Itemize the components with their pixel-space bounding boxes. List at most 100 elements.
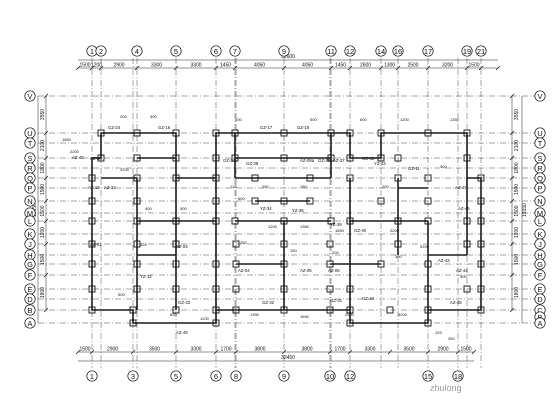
- axis-bubble-top-label: 9: [282, 47, 286, 56]
- column-marker: [88, 197, 96, 205]
- column-marker: [88, 306, 96, 314]
- dimension-fragment: 125: [140, 242, 147, 247]
- column-marker: [424, 285, 432, 293]
- column-marker: [129, 306, 137, 314]
- dimension-fragment: 600: [238, 196, 245, 201]
- column-label: GZ-18: [297, 125, 310, 130]
- column-marker: [424, 260, 432, 268]
- axis-bubble-top-circle: [375, 45, 387, 57]
- column-marker: [133, 174, 141, 182]
- axis-bubble-left-label: H: [27, 251, 32, 260]
- bottom-dimension-tick: [347, 349, 353, 355]
- column-marker: [424, 197, 432, 205]
- axis-bubble-left-label: P: [27, 184, 32, 193]
- top-dimension-tick: [464, 65, 470, 71]
- dimension-fragment: 1650: [62, 137, 72, 142]
- column-marker: [377, 129, 385, 137]
- column-marker: [251, 174, 259, 182]
- axis-bubble-left-label: D: [27, 295, 33, 304]
- left-total-value: 19150: [32, 203, 38, 217]
- axis-bubble-top-label: 2: [99, 47, 103, 56]
- dimension-fragment: 500: [310, 117, 317, 122]
- column-marker: [212, 285, 220, 293]
- top-dimension-value: 3300: [151, 63, 162, 69]
- right-dimension-tick: [509, 307, 515, 313]
- column-marker: [280, 240, 288, 248]
- wall-outline: [101, 133, 468, 310]
- axis-bubble-left-label: S: [27, 154, 32, 163]
- column-marker: [327, 129, 335, 137]
- watermark-text: zhulong: [430, 383, 462, 393]
- axis-bubble-bottom-label: 5: [174, 372, 178, 381]
- wall-outlines: [91, 132, 482, 324]
- dimension-fragment: 2200: [390, 228, 400, 233]
- column-marker: [306, 197, 314, 205]
- column-marker: [394, 154, 402, 162]
- column-marker: [88, 217, 96, 225]
- dimension-fragment: 200: [332, 250, 339, 255]
- column-marker: [133, 260, 141, 268]
- axis-bubble-bottom-label: 1: [90, 372, 94, 381]
- axis-bubble-left-label: L: [28, 217, 32, 226]
- right-dimension-tick: [509, 198, 515, 204]
- top-dimension-value: 1300: [384, 63, 395, 69]
- column-marker: [477, 285, 485, 293]
- right-dimension-tick: [509, 241, 515, 247]
- bottom-dimension-value: 3500: [149, 347, 160, 353]
- column-marker: [394, 174, 402, 182]
- column-marker: [172, 240, 180, 248]
- column-marker: [280, 154, 288, 162]
- top-dimension-tick: [75, 65, 81, 71]
- column-marker: [88, 174, 96, 182]
- bottom-dimension-tick: [455, 349, 461, 355]
- dimension-fragment: 250: [240, 240, 247, 245]
- column-marker: [280, 306, 288, 314]
- top-dimension-value: 1500: [468, 63, 479, 69]
- column-marker: [424, 217, 432, 225]
- dimension-fragment: 1200: [400, 117, 410, 122]
- axis-bubble-top-circle: [392, 45, 404, 57]
- column-marker: [326, 306, 334, 314]
- dimension-fragment: 1350: [250, 312, 260, 317]
- dimension-fragment: 300: [440, 164, 447, 169]
- axis-bubble-bottom-circle: [86, 370, 98, 382]
- column-label: AZ-19: [88, 185, 100, 190]
- axis-bubble-right-label: B: [537, 313, 542, 322]
- axis-bubble-top-label: 21: [477, 47, 485, 56]
- column-marker: [251, 197, 259, 205]
- axis-bubble-right-label: U: [537, 129, 542, 138]
- column-label: AZ-45: [450, 300, 462, 305]
- column-marker: [477, 217, 485, 225]
- dimension-fragment: 200: [382, 184, 389, 189]
- axis-bubble-right-label: F: [538, 271, 543, 280]
- left-dimension-tick: [43, 272, 49, 278]
- axis-bubble-top-circle: [475, 45, 487, 57]
- column-label: GZ-33: [178, 300, 191, 305]
- grid-lines: [38, 58, 540, 368]
- column-label: GZ-16: [158, 125, 171, 130]
- axis-bubble-top-label: 17: [424, 47, 432, 56]
- right-dimension-value: 3550: [514, 109, 520, 120]
- axis-bubble-top-circle: [422, 45, 434, 57]
- axis-bubble-left-circle: [24, 215, 36, 227]
- right-dimension-tick: [509, 130, 515, 136]
- dimension-fragment: 1650: [300, 314, 310, 319]
- column-marker: [477, 174, 485, 182]
- left-dimension-value: 1500: [40, 254, 46, 265]
- left-dimension-value: 1200: [40, 227, 46, 238]
- column-markers: [88, 129, 485, 327]
- axis-bubble-left-label: M: [27, 209, 33, 218]
- top-total-value: 32600: [281, 54, 295, 60]
- bottom-dimension-tick: [471, 349, 477, 355]
- column-label: GZ-42: [362, 156, 375, 161]
- dimension-fragment: 200: [120, 114, 127, 119]
- column-marker: [463, 129, 471, 137]
- right-dimension-value: 1800: [514, 287, 520, 298]
- axis-bubble-top-label: 5: [174, 47, 178, 56]
- column-label: YZ-36: [292, 208, 304, 213]
- column-label: GZ-24: [108, 125, 121, 130]
- top-dimension-value: 4050: [254, 63, 265, 69]
- column-marker: [477, 240, 485, 248]
- column-marker: [326, 240, 334, 248]
- axis-bubble-right-circle: [534, 137, 546, 149]
